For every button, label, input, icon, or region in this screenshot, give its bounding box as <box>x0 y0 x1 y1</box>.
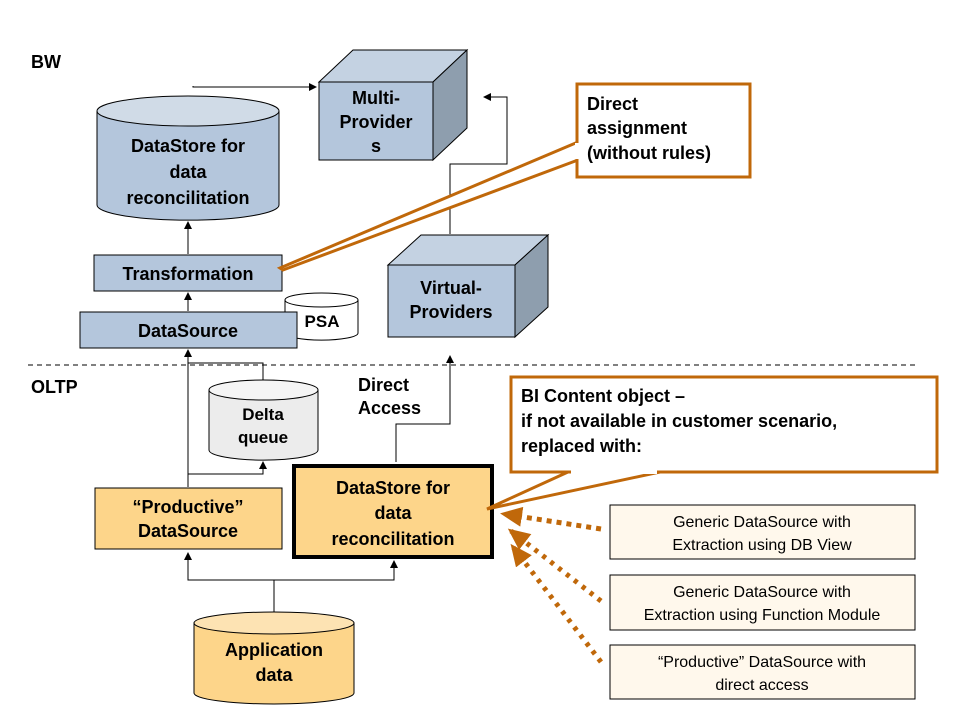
psa-cylinder[interactable]: PSA <box>284 292 359 341</box>
direct-assignment-callout: Direct assignment (without rules) <box>276 82 752 272</box>
productive-datasource-label-2: DataSource <box>138 521 238 541</box>
application-data-label-2: data <box>255 665 293 685</box>
delta-queue-connector-top <box>188 362 264 380</box>
virtualproviders-label-1: Virtual- <box>420 278 482 298</box>
transformation-box[interactable]: Transformation <box>93 254 283 292</box>
alternative-db-view-text-1: Generic DataSource with <box>673 514 851 531</box>
multiproviders-cube[interactable]: Multi- Provider s <box>317 48 469 162</box>
direct-assignment-text-2: assignment <box>587 118 687 138</box>
arrow-virtual-to-multiproviders <box>449 93 508 234</box>
productive-datasource-label-1: “Productive” <box>132 497 243 517</box>
multiproviders-label-2: Provider <box>339 112 412 132</box>
arrow-productive-to-delta-queue <box>188 461 267 475</box>
alternative-function-module-text-2: Extraction using Function Module <box>644 607 881 624</box>
bw-datastore-label-1: DataStore for <box>131 136 245 156</box>
delta-queue-cylinder[interactable]: Delta queue <box>208 379 319 461</box>
alternative-function-module-text-1: Generic DataSource with <box>673 584 851 601</box>
direct-assignment-text-3: (without rules) <box>587 143 711 163</box>
oltp-datastore-label-2: data <box>374 503 412 523</box>
bi-content-callout: BI Content object – if not available in … <box>486 375 939 511</box>
bw-datastore-label-2: data <box>169 162 207 182</box>
bw-layer-label: BW <box>31 52 61 72</box>
alternative-productive-direct-box[interactable]: “Productive” DataSource with direct acce… <box>609 644 916 700</box>
bw-datasource-label: DataSource <box>138 321 238 341</box>
virtualproviders-label-2: Providers <box>409 302 492 322</box>
virtualproviders-cube[interactable]: Virtual- Providers <box>386 233 550 339</box>
bi-content-text-2: if not available in customer scenario, <box>521 411 837 431</box>
oltp-layer-label: OLTP <box>31 377 78 397</box>
direct-access-label-1: Direct <box>358 375 409 395</box>
psa-label: PSA <box>305 312 340 331</box>
arrow-oltp-datastore-to-virtualproviders <box>395 355 454 462</box>
productive-datasource-box[interactable]: “Productive” DataSource <box>94 487 283 550</box>
oltp-datastore-box[interactable]: DataStore for data reconcilitation <box>292 464 494 559</box>
arrow-datastore-to-multiproviders <box>192 83 317 91</box>
alternative-productive-direct-text-1: “Productive” DataSource with <box>658 654 866 671</box>
bw-datastore-label-3: reconcilitation <box>126 188 249 208</box>
dotted-arrow-productive-direct <box>510 543 603 664</box>
delta-queue-label-1: Delta <box>242 405 284 424</box>
oltp-datastore-label-3: reconcilitation <box>331 529 454 549</box>
alternative-productive-direct-text-2: direct access <box>715 677 808 694</box>
multiproviders-label-1: Multi- <box>352 88 400 108</box>
bw-datastore-cylinder[interactable]: DataStore for data reconcilitation <box>96 95 280 221</box>
transformation-label: Transformation <box>122 264 253 284</box>
oltp-datastore-label-1: DataStore for <box>336 478 450 498</box>
direct-access-label-2: Access <box>358 398 421 418</box>
direct-assignment-text-1: Direct <box>587 94 638 114</box>
bi-content-text-1: BI Content object – <box>521 386 685 406</box>
bw-datasource-box[interactable]: DataSource <box>79 311 298 349</box>
alternative-function-module-box[interactable]: Generic DataSource with Extraction using… <box>609 574 916 631</box>
dotted-arrow-db-view <box>500 506 602 532</box>
multiproviders-label-3: s <box>371 136 381 156</box>
application-data-cylinder[interactable]: Application data <box>193 611 355 705</box>
alternative-db-view-box[interactable]: Generic DataSource with Extraction using… <box>609 504 916 560</box>
delta-queue-label-2: queue <box>238 428 288 447</box>
bi-content-text-3: replaced with: <box>521 436 642 456</box>
arrow-app-data-to-oltp-datastore <box>274 560 398 581</box>
arrow-app-data-to-productive <box>184 552 274 581</box>
alternative-db-view-text-2: Extraction using DB View <box>672 537 852 554</box>
application-data-label-1: Application <box>225 640 323 660</box>
